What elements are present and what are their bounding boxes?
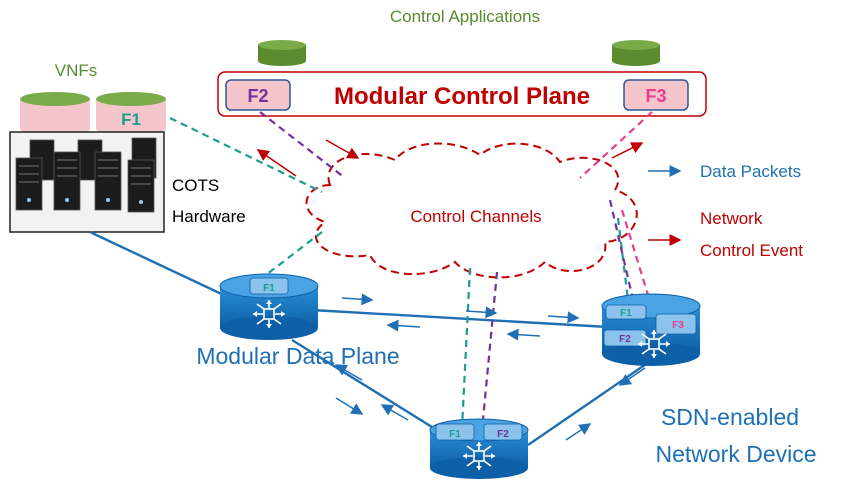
vnf-f1-label: F1 [121,110,141,129]
control-event-arrows [256,139,644,177]
vnf-cylinder-left [20,92,90,135]
control-app-cylinder-left [258,40,306,66]
control-channels-cloud [305,142,638,279]
legend-data-packets-label: Data Packets [700,162,801,181]
device-right-f1-label: F1 [620,308,632,319]
device-bottom-f2-label: F2 [497,429,509,440]
sdn-device-label-line2: Network Device [655,441,816,467]
cots-server-rack [9,131,165,233]
device-left [219,273,319,340]
data-packet-arrows [334,293,646,441]
sdn-device-label-line1: SDN-enabled [661,404,799,430]
data-plane-links [89,230,653,446]
control-plane-f3-label: F3 [645,86,666,106]
vnfs-label: VNFs [55,61,98,80]
cots-label-line2: Hardware [172,207,246,226]
control-plane-box [217,71,707,117]
device-right [601,293,701,366]
control-app-cylinder-right [612,40,660,66]
device-right-f2-label: F2 [619,334,631,345]
device-bottom-f1-label: F1 [449,429,461,440]
device-left-f1-label: F1 [263,283,275,294]
cots-label-line1: COTS [172,176,219,195]
device-bottom [429,418,529,479]
control-channels-label: Control Channels [410,207,541,226]
device-right-f3-label: F3 [672,320,684,331]
control-plane-f2-box [225,79,291,111]
control-plane-f3-box [623,79,689,111]
legend-control-event-line1: Network [700,209,763,228]
control-plane-label: Modular Control Plane [334,83,590,110]
control-connections [169,111,657,431]
control-applications-title: Control Applications [390,7,540,26]
legend-control-event-line2: Control Event [700,241,803,260]
control-plane-f2-label: F2 [247,86,268,106]
data-plane-label: Modular Data Plane [196,343,399,369]
